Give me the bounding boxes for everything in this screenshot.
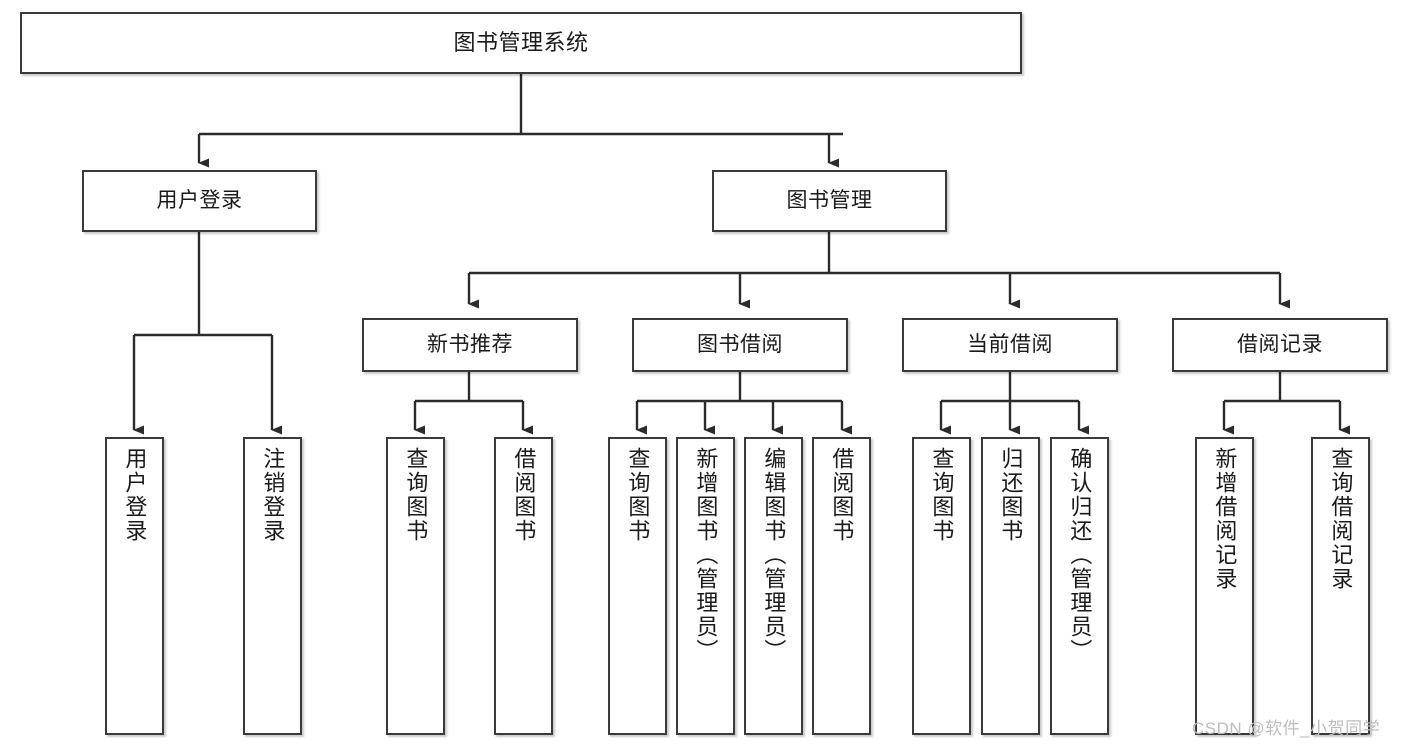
node-label: 新增图书（管理员） (693, 447, 719, 663)
node-current-borrow[interactable]: 当前借阅 (902, 318, 1118, 372)
node-label: 借阅图书 (829, 447, 855, 543)
node-label: 用户登录 (156, 188, 243, 212)
node-label: 借阅记录 (1237, 332, 1323, 356)
leaf-bookborrow-borrow-book[interactable]: 借阅图书 (812, 437, 871, 735)
node-label: 新增借阅记录 (1212, 447, 1238, 591)
node-label: 查询图书 (403, 447, 429, 543)
leaf-borrowrecord-add-record[interactable]: 新增借阅记录 (1195, 437, 1254, 735)
leaf-bookborrow-add-book-admin[interactable]: 新增图书（管理员） (676, 437, 735, 735)
node-label: 查询图书 (625, 447, 651, 543)
node-borrow-record[interactable]: 借阅记录 (1172, 318, 1388, 372)
node-book-borrow[interactable]: 图书借阅 (632, 318, 848, 372)
node-book-management[interactable]: 图书管理 (712, 170, 947, 232)
watermark-credit: CSDN @软件_小贺同学 (1192, 719, 1381, 738)
leaf-newbook-borrow-book[interactable]: 借阅图书 (494, 437, 553, 735)
node-root-book-management-system[interactable]: 图书管理系统 (20, 12, 1022, 74)
leaf-user-login[interactable]: 用户登录 (105, 437, 164, 735)
leaf-newbook-query-book[interactable]: 查询图书 (386, 437, 445, 735)
node-label: 查询图书 (929, 447, 955, 543)
leaf-currentborrow-return-book[interactable]: 归还图书 (981, 437, 1040, 735)
node-label: 图书借阅 (697, 332, 783, 356)
node-label: 注销登录 (260, 447, 286, 543)
node-label: 用户登录 (122, 447, 148, 543)
node-new-book-recommend[interactable]: 新书推荐 (362, 318, 578, 372)
leaf-borrowrecord-query-record[interactable]: 查询借阅记录 (1311, 437, 1370, 735)
node-label: 查询借阅记录 (1328, 447, 1354, 591)
node-label: 图书管理 (786, 188, 873, 212)
node-user-login[interactable]: 用户登录 (82, 170, 317, 232)
node-label: 新书推荐 (427, 332, 513, 356)
node-label: 借阅图书 (511, 447, 537, 543)
leaf-currentborrow-confirm-return-admin[interactable]: 确认归还（管理员） (1050, 437, 1109, 735)
node-label: 确认归还（管理员） (1067, 447, 1093, 663)
leaf-logout[interactable]: 注销登录 (243, 437, 302, 735)
leaf-bookborrow-edit-book-admin[interactable]: 编辑图书（管理员） (744, 437, 803, 735)
node-label: 编辑图书（管理员） (761, 447, 787, 663)
leaf-currentborrow-query-book[interactable]: 查询图书 (912, 437, 971, 735)
node-label: 图书管理系统 (453, 29, 589, 55)
node-label: 当前借阅 (967, 332, 1053, 356)
node-label: 归还图书 (998, 447, 1024, 543)
leaf-bookborrow-query-book[interactable]: 查询图书 (608, 437, 667, 735)
